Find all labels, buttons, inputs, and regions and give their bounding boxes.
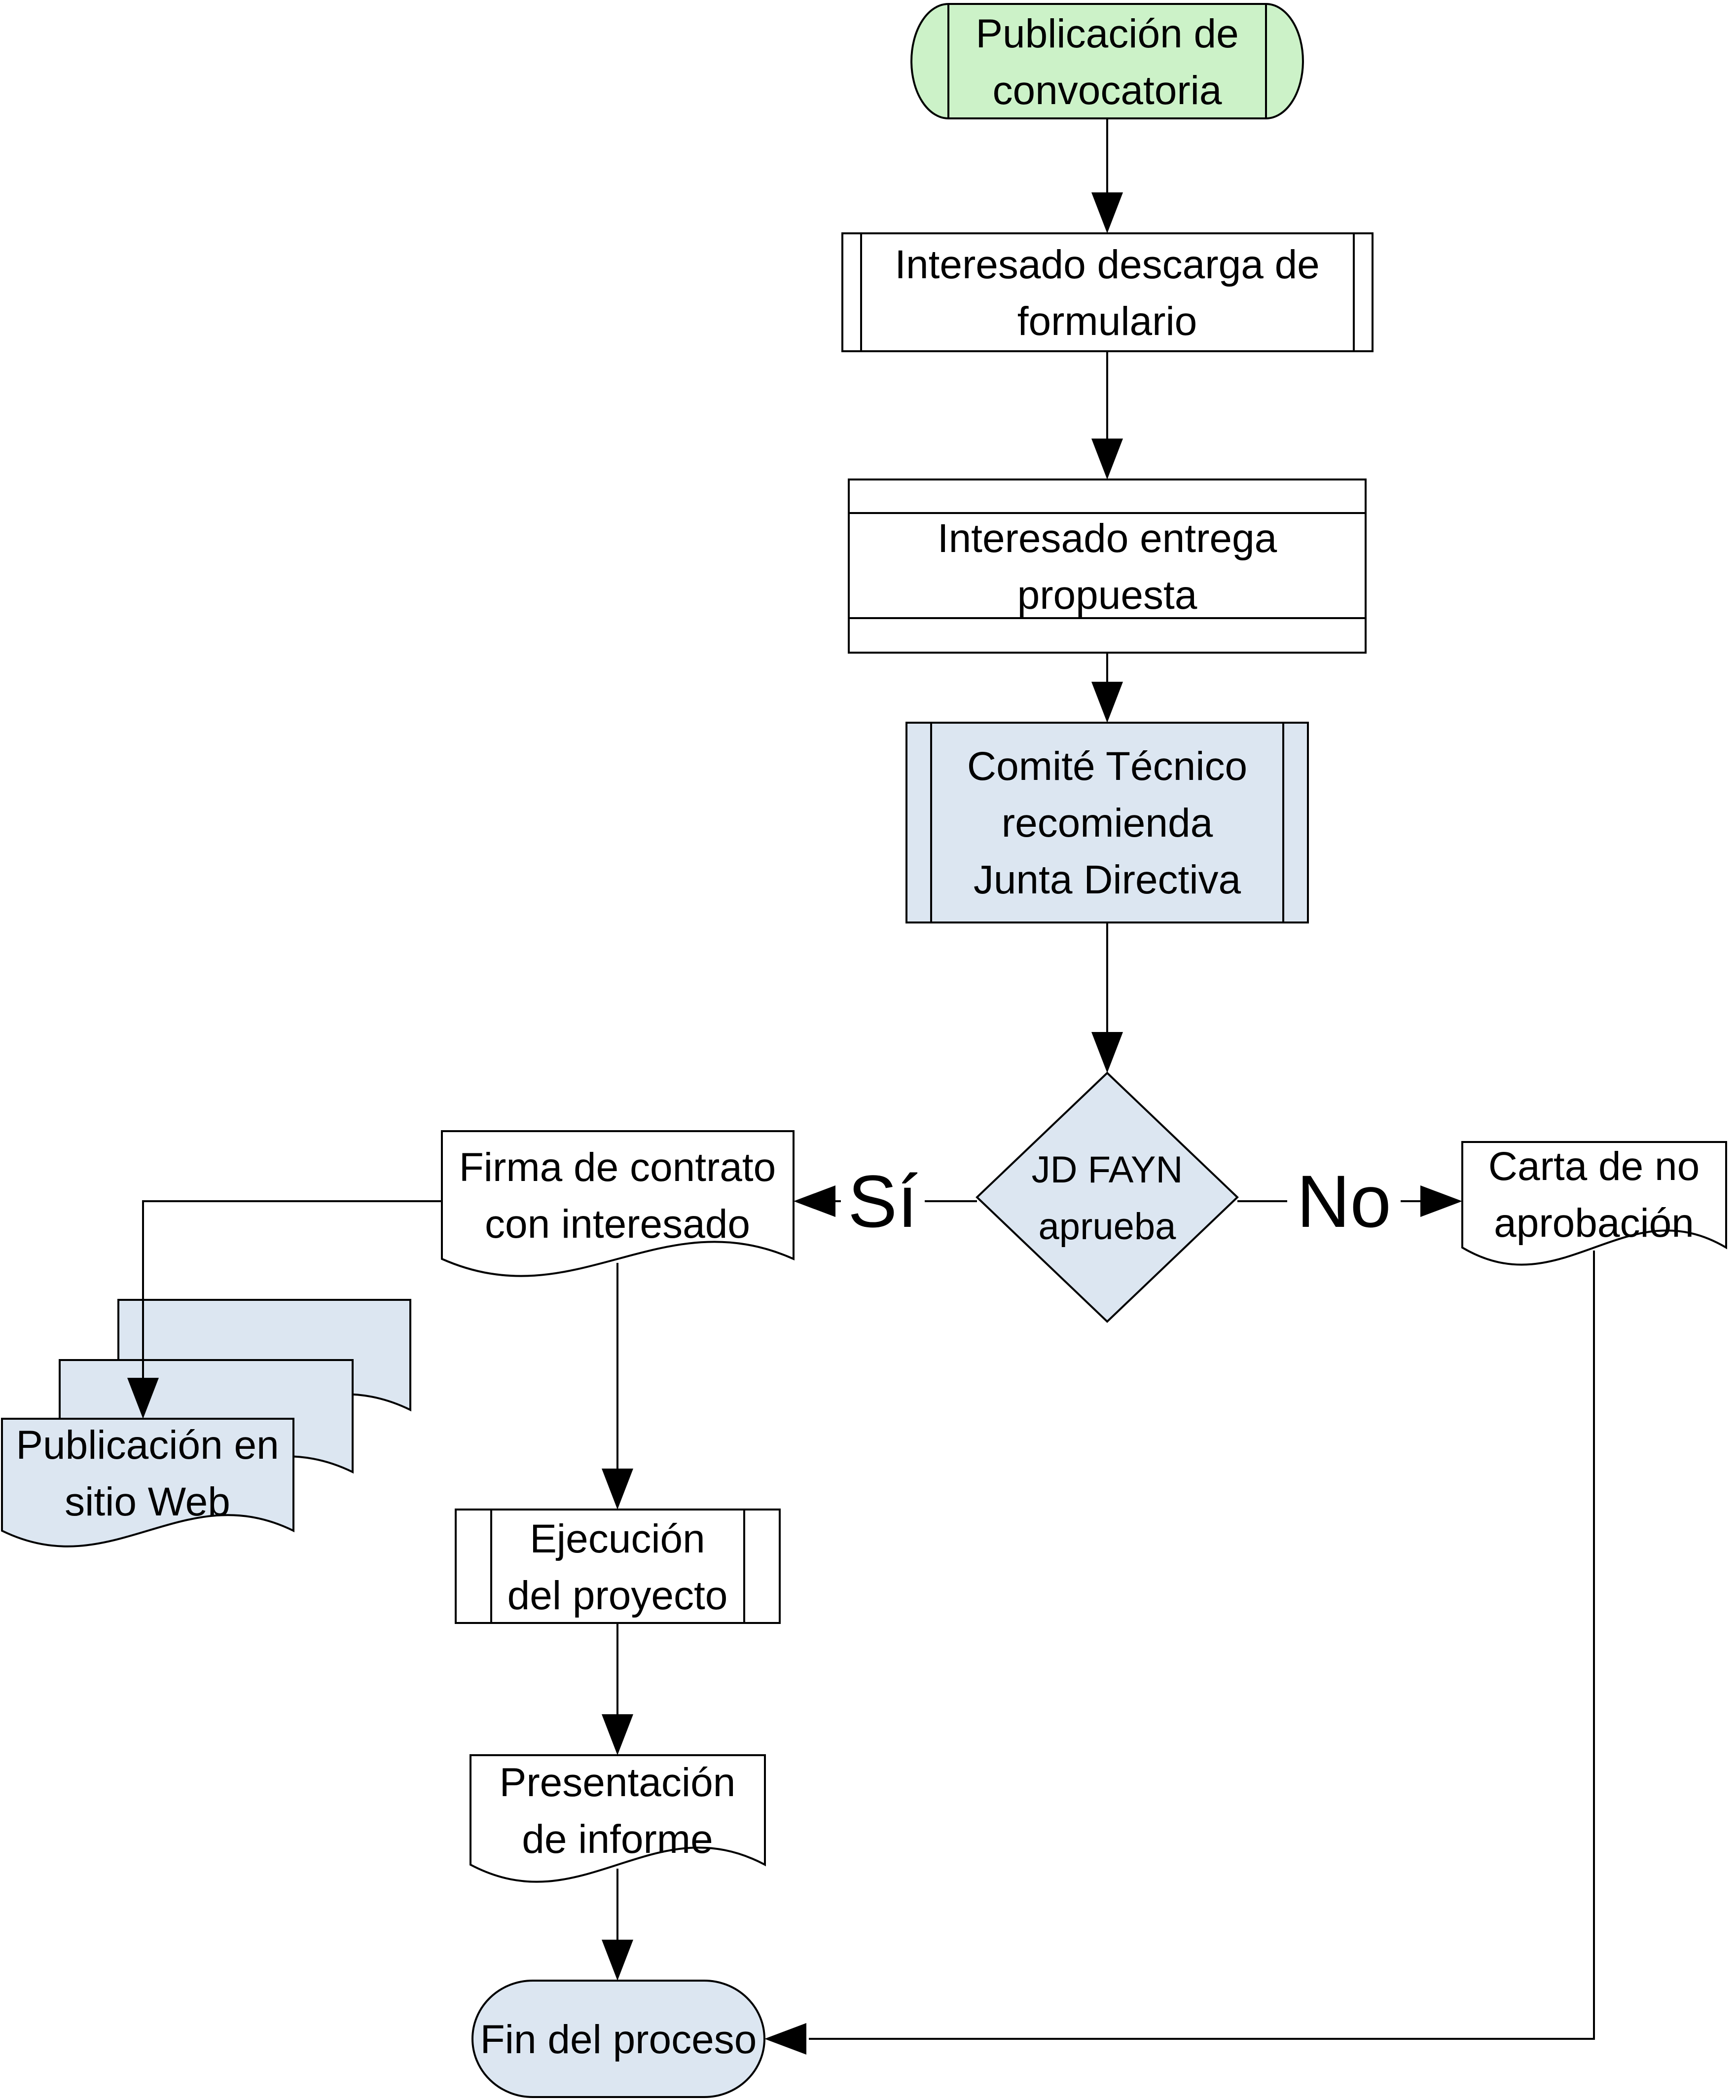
arrowhead-down [1091, 682, 1123, 723]
edge-descarga-to-entrega [1091, 351, 1123, 479]
node-interesado-descarga: Interesado descarga de formulario [841, 232, 1374, 352]
arrowhead-left [764, 2023, 806, 2055]
node-publicacion-label-line1: Publicación en [16, 1423, 279, 1468]
edge-label-si-background [841, 1144, 925, 1238]
arrowhead-down [127, 1378, 159, 1419]
edge-informe-to-fin [602, 1869, 633, 1981]
arrowhead-left [794, 1185, 835, 1217]
edge-label-no: No [1297, 1160, 1391, 1243]
node-comite-label-line1: Comité Técnico [967, 744, 1247, 789]
edge-firma-to-publicacion [127, 1200, 442, 1419]
node-informe-label-line2: de informe [522, 1817, 713, 1862]
document-shape [470, 1754, 766, 1883]
arrowhead-down [1091, 1032, 1123, 1073]
edge-comite-to-decision [1091, 922, 1123, 1073]
node-start-label-line2: convocatoria [993, 68, 1222, 113]
node-entrega-label-line1: Interesado entrega [938, 516, 1277, 561]
node-publicacion-sitio-web: Publicación en sitio Web [1, 1299, 411, 1547]
node-decision-label-line2: aprueba [1039, 1206, 1177, 1248]
predefined-process-shape [905, 722, 1309, 923]
node-decision-label-line1: JD FAYN [1032, 1149, 1183, 1191]
node-descarga-label-line2: formulario [1017, 299, 1197, 344]
edge-ejecucion-to-informe [602, 1623, 633, 1755]
node-carta-label-line1: Carta de no [1488, 1144, 1700, 1189]
decision-diamond-shape [976, 1071, 1239, 1323]
document-front-shape [1, 1418, 294, 1547]
edge-line [809, 1251, 1595, 2040]
node-ejecucion-proyecto: Ejecución del proyecto [455, 1509, 781, 1624]
predefined-process-shape [841, 232, 1374, 352]
arrowhead-down [1091, 192, 1123, 233]
edge-line [142, 1200, 442, 1381]
arrowhead-down [602, 1940, 633, 1981]
edge-firma-to-ejecucion [602, 1263, 633, 1510]
node-comite-label-line2: recomienda [1002, 801, 1213, 846]
document-shape [1461, 1141, 1727, 1266]
document-shape [441, 1130, 795, 1277]
arrowhead-down [602, 1714, 633, 1755]
arrowhead-down [602, 1469, 633, 1510]
node-fin-label-line1: Fin del proceso [480, 2017, 757, 2062]
arrowhead-down [1091, 439, 1123, 479]
node-start: Publicación de convocatoria [910, 3, 1304, 119]
node-decision-jd-fayn: JD FAYN aprueba [976, 1071, 1239, 1323]
node-comite-tecnico: Comité Técnico recomienda Junta Directiv… [905, 722, 1309, 923]
edge-carta-to-fin [764, 1251, 1595, 2055]
node-ejecucion-label-line1: Ejecución [530, 1516, 705, 1561]
edge-decision-no-to-carta: No [1237, 1144, 1462, 1243]
node-entrega-label-line2: propuesta [1017, 573, 1197, 618]
arrowhead-right [1420, 1185, 1462, 1217]
edge-start-to-descarga [1091, 118, 1123, 233]
node-ejecucion-label-line2: del proyecto [507, 1573, 728, 1618]
node-comite-label-line3: Junta Directiva [974, 857, 1241, 902]
edge-entrega-to-comite [1091, 653, 1123, 723]
node-publicacion-label-line2: sitio Web [65, 1479, 230, 1524]
edge-decision-si-to-firma: Sí [794, 1144, 977, 1243]
process-bands-shape [848, 479, 1367, 654]
node-firma-contrato: Firma de contrato con interesado [441, 1130, 795, 1277]
node-informe-label-line1: Presentación [500, 1760, 736, 1805]
node-carta-no-aprobacion: Carta de no aprobación [1461, 1141, 1727, 1266]
node-firma-label-line1: Firma de contrato [459, 1145, 776, 1190]
node-fin-proceso: Fin del proceso [471, 1980, 765, 2098]
node-firma-label-line2: con interesado [485, 1202, 750, 1247]
node-carta-label-line2: aprobación [1494, 1201, 1694, 1246]
edge-label-no-background [1287, 1144, 1401, 1238]
node-interesado-entrega: Interesado entrega propuesta [848, 479, 1367, 654]
node-descarga-label-line1: Interesado descarga de [895, 242, 1320, 287]
edge-label-si: Sí [848, 1160, 918, 1243]
node-presentacion-informe: Presentación de informe [470, 1754, 766, 1883]
terminator-shape [471, 1980, 765, 2098]
node-start-label-line1: Publicación de [976, 11, 1238, 56]
